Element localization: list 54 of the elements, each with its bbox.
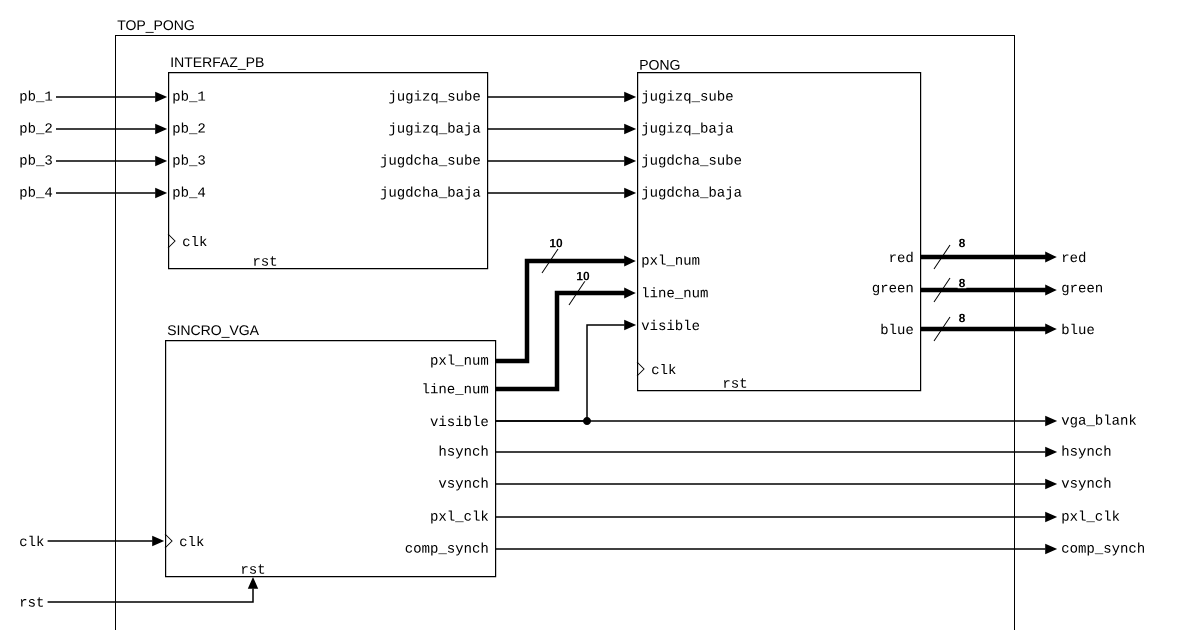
signal-name: pxl_clk [1062, 510, 1120, 524]
port-name: line_num [643, 287, 708, 299]
port-name: jugizq_sube [389, 90, 480, 104]
signal-name: rst [20, 597, 43, 607]
port-name: pxl_num [642, 254, 700, 268]
port-name: jugdcha_sube [642, 154, 742, 168]
signal-name: pb_1 [20, 90, 53, 104]
port-name: green [872, 284, 913, 296]
port-name: pb_4 [173, 186, 206, 200]
clock-port: clk [636, 361, 676, 377]
edge-label: 8 [957, 237, 967, 249]
port-name: jugizq_sube [642, 90, 733, 104]
port-name: hsynch [439, 445, 488, 459]
signal-name: red [1062, 251, 1086, 263]
signal-name: hsynch [1062, 445, 1111, 459]
clock-port: clk [167, 233, 207, 249]
port-name: pxl_num [431, 354, 489, 368]
port-name: pb_2 [173, 122, 205, 136]
port-name: pb_3 [173, 154, 205, 168]
signal-name: vga_blank [1061, 414, 1137, 428]
port-name: visible [430, 415, 488, 427]
port-name: blue [881, 323, 913, 335]
signal-name: vsynch [1061, 477, 1111, 491]
signal-name: blue [1062, 323, 1094, 335]
signal-name: pb_3 [20, 154, 52, 168]
port-name: pb_1 [173, 90, 206, 104]
edge-label: 8 [957, 277, 967, 289]
port-name: visible [641, 319, 700, 331]
edge-label: 10 [548, 237, 564, 249]
node-label: INTERFAZ_PB [171, 57, 264, 70]
signal-name: pb_4 [20, 186, 53, 200]
signal-name: green [1062, 284, 1102, 296]
signal-name: clk [20, 535, 44, 547]
port-name: rst [724, 378, 747, 388]
edge-label: 10 [575, 270, 591, 282]
port-name: rst [242, 564, 265, 574]
node-label: PONG [640, 59, 680, 70]
node-label: SINCRO_VGA [167, 325, 259, 338]
port-name: jugdcha_baja [380, 186, 481, 200]
port-name: red [890, 251, 913, 263]
port-name: vsynch [438, 477, 488, 491]
signal-name: pb_2 [20, 122, 52, 136]
port-name: jugdcha_sube [380, 154, 480, 168]
port-name: jugizq_baja [642, 122, 734, 136]
node-label: TOP_PONG [117, 20, 194, 33]
port-name: jugdcha_baja [642, 186, 742, 200]
port-name: jugizq_baja [389, 122, 481, 136]
signal-name: comp_synch [1062, 542, 1144, 556]
port-name: comp_synch [405, 542, 488, 556]
edge-label: 8 [957, 312, 967, 324]
port-name: rst [254, 256, 277, 266]
clock-port: clk [164, 533, 204, 549]
port-name: line_num [423, 383, 489, 395]
port-name: pxl_clk [431, 510, 489, 524]
